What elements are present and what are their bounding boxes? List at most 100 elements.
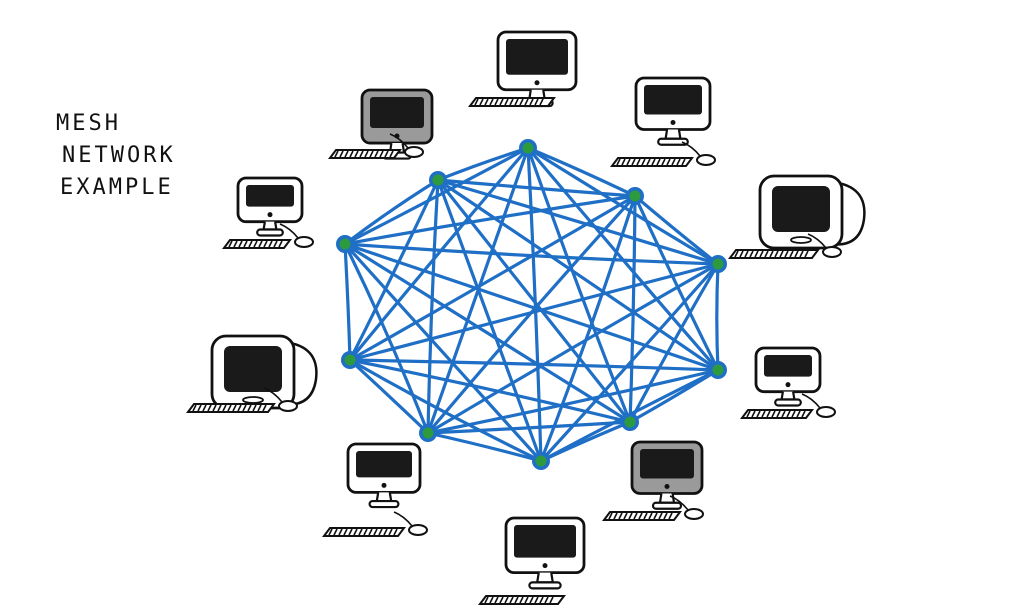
mesh-node bbox=[339, 238, 351, 250]
mouse-icon bbox=[408, 524, 428, 536]
keyboard-key bbox=[363, 528, 368, 536]
diagram-title: MESH NETWORK EXAMPLE bbox=[56, 108, 176, 204]
keyboard-key bbox=[339, 150, 344, 158]
keyboard-key bbox=[744, 250, 749, 258]
keyboard-key bbox=[278, 240, 283, 248]
keyboard-key bbox=[228, 240, 233, 248]
keyboard-key bbox=[781, 410, 786, 418]
mesh-link bbox=[426, 420, 632, 435]
monitor-stand bbox=[375, 492, 393, 503]
keyboard-key bbox=[334, 150, 339, 158]
keyboard-body bbox=[222, 239, 292, 249]
keyboard-key bbox=[378, 528, 383, 536]
keyboard-key bbox=[618, 512, 623, 520]
computer-icon bbox=[740, 346, 836, 419]
mesh-link bbox=[539, 262, 720, 463]
mesh-node bbox=[624, 416, 636, 428]
keyboard-key bbox=[344, 150, 349, 158]
keyboard-key bbox=[499, 596, 504, 604]
monitor-stand bbox=[262, 221, 278, 231]
mesh-node bbox=[432, 174, 444, 186]
keyboard-icon bbox=[610, 157, 694, 167]
keyboard-key bbox=[663, 512, 668, 520]
keyboard-key bbox=[756, 410, 761, 418]
mesh-link bbox=[436, 146, 530, 182]
keyboard-key bbox=[253, 240, 258, 248]
keyboard-key bbox=[631, 158, 636, 166]
monitor-base bbox=[368, 499, 400, 509]
keyboard-key bbox=[544, 596, 549, 604]
keyboard-key bbox=[646, 158, 651, 166]
keyboard-key bbox=[257, 404, 262, 412]
keyboard-key bbox=[779, 250, 784, 258]
keyboard-key bbox=[539, 596, 544, 604]
monitor-screen bbox=[370, 97, 424, 129]
computer-icon bbox=[322, 442, 428, 537]
mesh-links bbox=[343, 146, 720, 463]
keyboard-key bbox=[364, 150, 369, 158]
keyboard-key bbox=[358, 528, 363, 536]
monitor-screen bbox=[644, 85, 702, 115]
mesh-link bbox=[426, 368, 720, 435]
monitor-stand bbox=[664, 129, 682, 140]
keyboard-key bbox=[774, 250, 779, 258]
keyboard-key bbox=[801, 410, 806, 418]
computer-icon bbox=[478, 516, 586, 605]
keyboard-key bbox=[519, 98, 524, 106]
keyboard-key bbox=[212, 404, 217, 412]
keyboard-key bbox=[262, 404, 267, 412]
keyboard-key bbox=[771, 410, 776, 418]
mesh-link bbox=[526, 146, 632, 424]
monitor-screen bbox=[640, 449, 694, 479]
mesh-link bbox=[628, 262, 720, 424]
mesh-link bbox=[436, 178, 720, 266]
keyboard-key bbox=[681, 158, 686, 166]
monitor-stand bbox=[658, 493, 676, 504]
title-line-2: NETWORK bbox=[62, 143, 176, 168]
mesh-link bbox=[343, 242, 543, 463]
power-button bbox=[542, 563, 548, 569]
computer-icon bbox=[468, 30, 578, 108]
keyboard-key bbox=[268, 240, 273, 248]
mesh-nodes bbox=[336, 139, 727, 470]
mouse-cable bbox=[389, 133, 409, 149]
keyboard-key bbox=[393, 528, 398, 536]
keyboard-key bbox=[791, 410, 796, 418]
monitor-screen bbox=[506, 39, 568, 75]
keyboard-key bbox=[616, 158, 621, 166]
keyboard-key bbox=[761, 410, 766, 418]
monitor-screen bbox=[356, 451, 412, 478]
mouse-icon bbox=[278, 400, 298, 412]
keyboard-key bbox=[661, 158, 666, 166]
keyboard-key bbox=[608, 512, 613, 520]
mouse-cable bbox=[393, 511, 413, 527]
keyboard-key bbox=[247, 404, 252, 412]
keyboard-key bbox=[202, 404, 207, 412]
keyboard-key bbox=[754, 250, 759, 258]
keyboard-key bbox=[237, 404, 242, 412]
keyboard-key bbox=[656, 158, 661, 166]
keyboard-key bbox=[494, 98, 499, 106]
computer-icon bbox=[610, 76, 716, 167]
keyboard-key bbox=[388, 528, 393, 536]
keyboard-key bbox=[348, 528, 353, 536]
keyboard-key bbox=[494, 596, 499, 604]
mouse-cable bbox=[681, 141, 701, 157]
keyboard-key bbox=[651, 158, 656, 166]
keyboard-key bbox=[474, 98, 479, 106]
mesh-link bbox=[348, 358, 632, 424]
mesh-node bbox=[422, 427, 434, 439]
keyboard-key bbox=[192, 404, 197, 412]
keyboard-key bbox=[353, 528, 358, 536]
mesh-link bbox=[348, 358, 720, 372]
keyboard-key bbox=[217, 404, 222, 412]
keyboard-key bbox=[641, 158, 646, 166]
keyboard-key bbox=[648, 512, 653, 520]
keyboard-key bbox=[676, 158, 681, 166]
keyboard-key bbox=[359, 150, 364, 158]
keyboard-key bbox=[539, 98, 544, 106]
mesh-link bbox=[715, 262, 720, 372]
keyboard-icon bbox=[468, 97, 556, 107]
mouse-cable bbox=[263, 387, 283, 403]
